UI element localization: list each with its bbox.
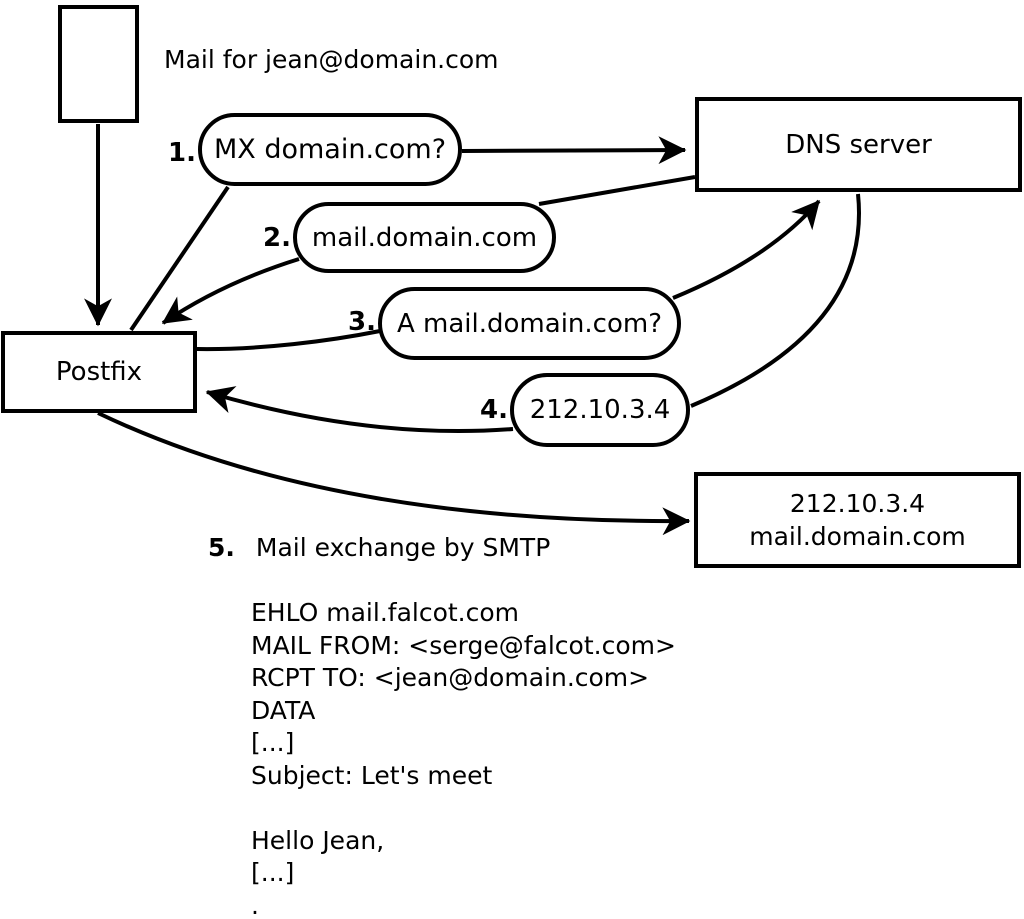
pill-a-query-label: A mail.domain.com? [397, 308, 662, 339]
line-dns-to-pill2 [538, 175, 696, 206]
line-postfix-to-pill3 [196, 329, 381, 352]
smtp-line-subject: Subject: Let's meet [251, 760, 493, 790]
smtp-line-ellipsis-2: [...] [251, 858, 295, 887]
smtp-line-mail-from: MAIL FROM: <serge@falcot.com> [251, 630, 676, 660]
mail-server-box: 212.10.3.4 mail.domain.com [694, 472, 1021, 568]
step-5-number: 5. [208, 533, 235, 562]
mail-server-ip: 212.10.3.4 [789, 489, 926, 518]
envelope-box [58, 5, 139, 123]
pill-a-response-label: 212.10.3.4 [529, 395, 671, 425]
smtp-line-blank [251, 792, 676, 825]
mail-note-label: Mail for jean@domain.com [164, 45, 499, 74]
smtp-line-data: DATA [251, 695, 316, 725]
pill-a-query: A mail.domain.com? [378, 287, 681, 360]
arrow-pill3-to-dns [672, 199, 821, 300]
pill-mx-response-label: mail.domain.com [311, 222, 538, 253]
arrow-postfix-to-mailserver [97, 411, 691, 536]
smtp-line-greeting: Hello Jean, [251, 825, 385, 855]
step-4-number: 4. [480, 395, 508, 425]
smtp-line-end-dot: . [251, 890, 259, 919]
pill-mx-query: MX domain.com? [198, 113, 462, 186]
mail-server-hostname: mail.domain.com [749, 522, 966, 551]
line-dns-to-pill4 [690, 193, 861, 408]
step-5-caption: 5. Mail exchange by SMTP [208, 533, 550, 563]
smtp-line-ehlo: EHLO mail.falcot.com [251, 598, 520, 627]
line-pill1-to-postfix [129, 185, 230, 332]
smtp-session-transcript: EHLO mail.falcot.com MAIL FROM: <serge@f… [251, 597, 676, 919]
arrow-pill4-to-postfix [205, 386, 514, 434]
arrow-pill2-to-postfix [161, 257, 300, 325]
step-3-number: 3. [348, 307, 376, 337]
smtp-line-rcpt-to: RCPT TO: <jean@domain.com> [251, 663, 650, 692]
dns-server-box: DNS server [695, 97, 1022, 192]
step-5-label: Mail exchange by SMTP [255, 533, 551, 562]
postfix-box: Postfix [1, 331, 197, 413]
step-2-number: 2. [263, 223, 291, 253]
smtp-line-ellipsis-1: [...] [251, 728, 295, 757]
pill-mx-query-label: MX domain.com? [213, 134, 447, 165]
arrow-pill1-to-dns [461, 136, 687, 165]
dns-server-label: DNS server [785, 129, 932, 160]
pill-a-response: 212.10.3.4 [510, 373, 690, 447]
step-1-number: 1. [168, 138, 196, 168]
pill-mx-response: mail.domain.com [293, 202, 556, 273]
postfix-label: Postfix [55, 357, 143, 387]
